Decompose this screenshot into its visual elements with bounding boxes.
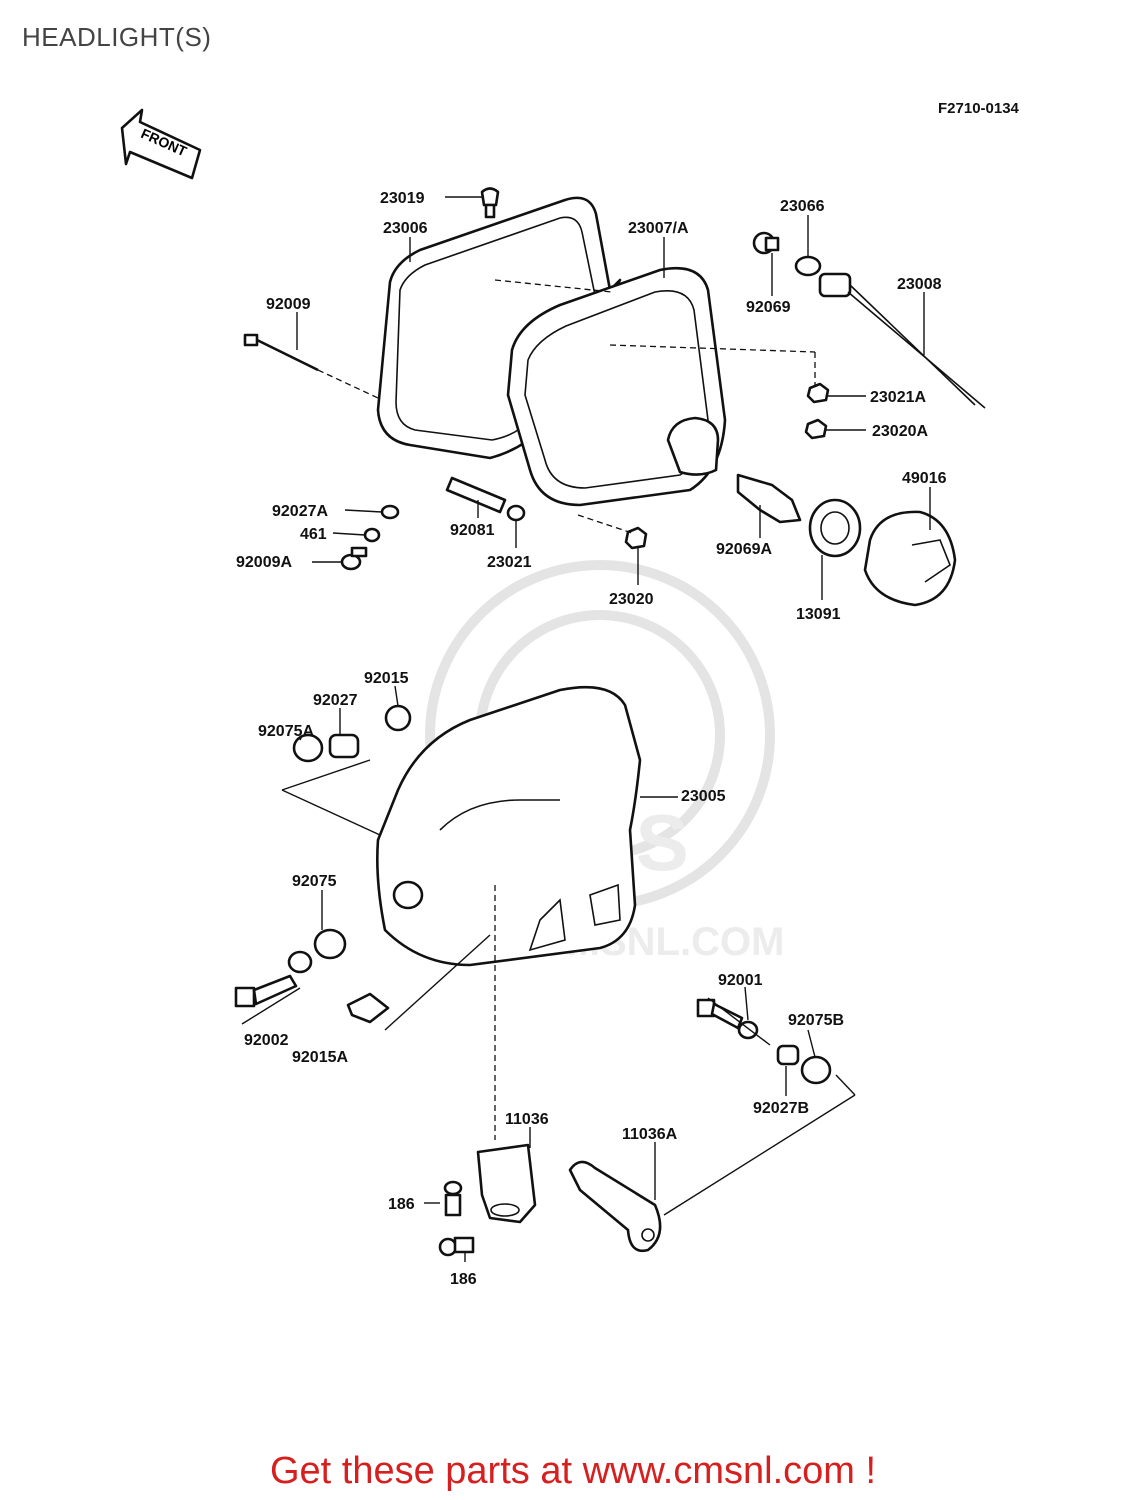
label-92081: 92081 [450, 522, 495, 539]
label-23005: 23005 [681, 788, 726, 805]
label-23008: 23008 [897, 276, 942, 293]
damper-92075[interactable] [313, 928, 347, 960]
leader-lines [296, 196, 931, 1262]
grommet-23066[interactable] [794, 255, 822, 277]
dust-cover-49016[interactable] [863, 510, 957, 607]
bulb-92069[interactable] [752, 231, 780, 255]
label-92009A: 92009A [236, 554, 292, 571]
bolt-92015[interactable] [384, 704, 412, 732]
footer-promo-link[interactable]: Get these parts at www.cmsnl.com ! [269, 1450, 877, 1492]
washer-92075[interactable] [287, 950, 313, 974]
label-92015A: 92015A [292, 1049, 348, 1066]
label-92015: 92015 [364, 670, 409, 687]
front-arrow: FRONT [120, 108, 202, 180]
label-11036A: 11036A [622, 1126, 678, 1143]
bracket-11036A[interactable] [568, 1160, 662, 1253]
label-23020A: 23020A [872, 423, 928, 440]
label-23021: 23021 [487, 554, 532, 571]
screw-186-lower[interactable] [438, 1236, 475, 1257]
nut-23020A[interactable] [804, 418, 828, 440]
bulb-92069A[interactable] [736, 473, 802, 524]
label-92027: 92027 [313, 692, 358, 709]
label-49016: 49016 [902, 470, 947, 487]
washer-461[interactable] [363, 527, 381, 543]
adjusting-screw-92009[interactable] [243, 333, 319, 372]
screw-23019[interactable] [480, 187, 500, 219]
collar-92027[interactable] [328, 733, 360, 759]
bolt-92002[interactable] [234, 974, 298, 1008]
label-186-lower: 186 [450, 1271, 477, 1288]
nut-23021A[interactable] [806, 382, 830, 404]
page-title: HEADLIGHT(S) [22, 22, 212, 52]
label-23007A: 23007/A [628, 220, 689, 237]
label-92069: 92069 [746, 299, 791, 316]
assembly-lines [241, 279, 856, 1216]
damper-92075B[interactable] [800, 1055, 832, 1085]
label-23019: 23019 [380, 190, 425, 207]
nut-23021[interactable] [506, 504, 526, 522]
label-11036: 11036 [505, 1111, 549, 1128]
label-13091: 13091 [796, 606, 841, 623]
part-labels: 23019 23006 23007/A 23066 92069 23008 92… [236, 190, 947, 1288]
wire-harness-23008[interactable] [818, 272, 986, 409]
label-92075: 92075 [292, 873, 337, 890]
sealed-beam-23007A[interactable] [506, 266, 727, 507]
label-23066: 23066 [780, 198, 825, 215]
label-92001: 92001 [718, 972, 763, 989]
nut-23020[interactable] [624, 526, 648, 550]
label-92009: 92009 [266, 296, 311, 313]
screw-92009A[interactable] [340, 546, 368, 571]
label-23020: 23020 [609, 591, 654, 608]
bolt-92001[interactable] [696, 998, 744, 1030]
washer-92001[interactable] [737, 1020, 759, 1040]
label-23021A: 23021A [870, 389, 926, 406]
label-186-upper: 186 [388, 1196, 415, 1213]
socket-13091[interactable] [808, 498, 862, 558]
label-92027A: 92027A [272, 503, 328, 520]
drawing-code: F2710-0134 [938, 100, 1019, 117]
bracket-11036[interactable] [476, 1143, 537, 1224]
label-92002: 92002 [244, 1032, 289, 1049]
label-23006: 23006 [383, 220, 428, 237]
label-92075A: 92075A [258, 723, 314, 740]
damper-92075A[interactable] [292, 733, 324, 763]
label-92027B: 92027B [753, 1100, 809, 1117]
collar-92027B[interactable] [776, 1044, 800, 1066]
screw-186-upper[interactable] [443, 1180, 463, 1217]
screw-92027A[interactable] [380, 504, 400, 520]
headlight-housing-23005[interactable] [376, 685, 642, 967]
nut-92015A[interactable] [346, 992, 390, 1024]
label-92069A: 92069A [716, 541, 772, 558]
label-461: 461 [300, 526, 327, 543]
label-92075B: 92075B [788, 1012, 844, 1029]
spring-92081[interactable] [445, 476, 507, 514]
